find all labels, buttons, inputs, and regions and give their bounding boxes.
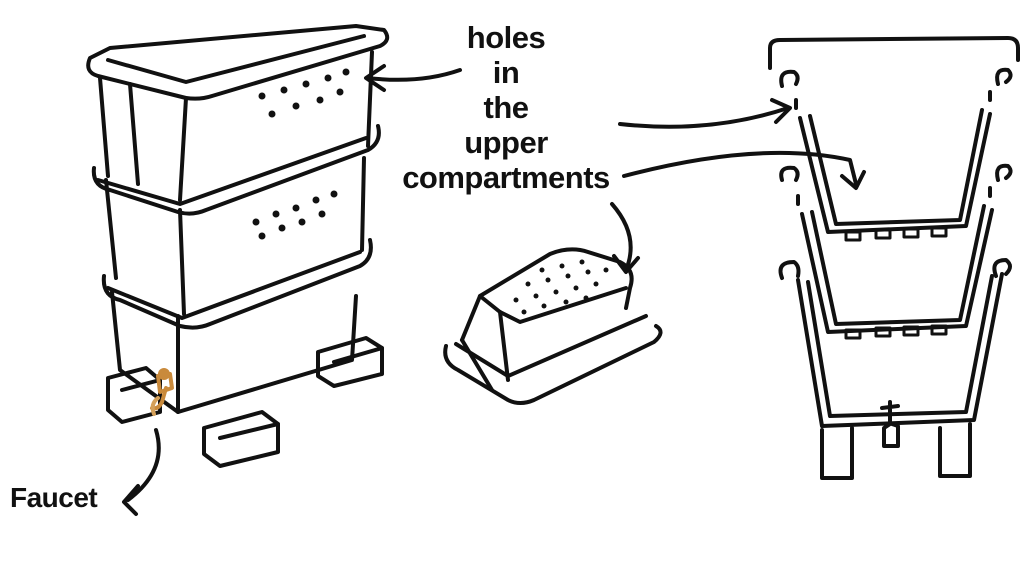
cross-section-rim — [768, 36, 1020, 70]
label-arrows — [364, 64, 866, 274]
holes-label-line: in — [492, 55, 520, 90]
holes-label-line: the — [483, 90, 530, 125]
bin-feet — [106, 336, 384, 468]
stacked-bins — [86, 24, 390, 468]
faucet-arrow-head — [122, 484, 140, 516]
cross-section — [768, 36, 1020, 480]
middle-bin — [91, 124, 381, 316]
holes-label-line: holes — [466, 20, 546, 55]
faucet-label: Faucet — [10, 482, 98, 513]
faucet-icon — [150, 368, 174, 416]
lid-holes — [513, 259, 609, 315]
middle-bin-holes — [252, 190, 338, 240]
faucet-arrow — [126, 428, 161, 502]
holes-label-line: upper — [464, 125, 548, 160]
top-bin-holes — [258, 68, 350, 118]
holes-label-line: compartments — [402, 160, 610, 195]
cross-section-faucet-icon — [880, 400, 900, 448]
tier-floor-holes — [844, 226, 948, 340]
bottom-bin — [101, 238, 373, 414]
top-bin — [86, 24, 390, 202]
bin-lid — [443, 247, 663, 405]
holes-label: holes in the upper compartments — [388, 20, 624, 195]
